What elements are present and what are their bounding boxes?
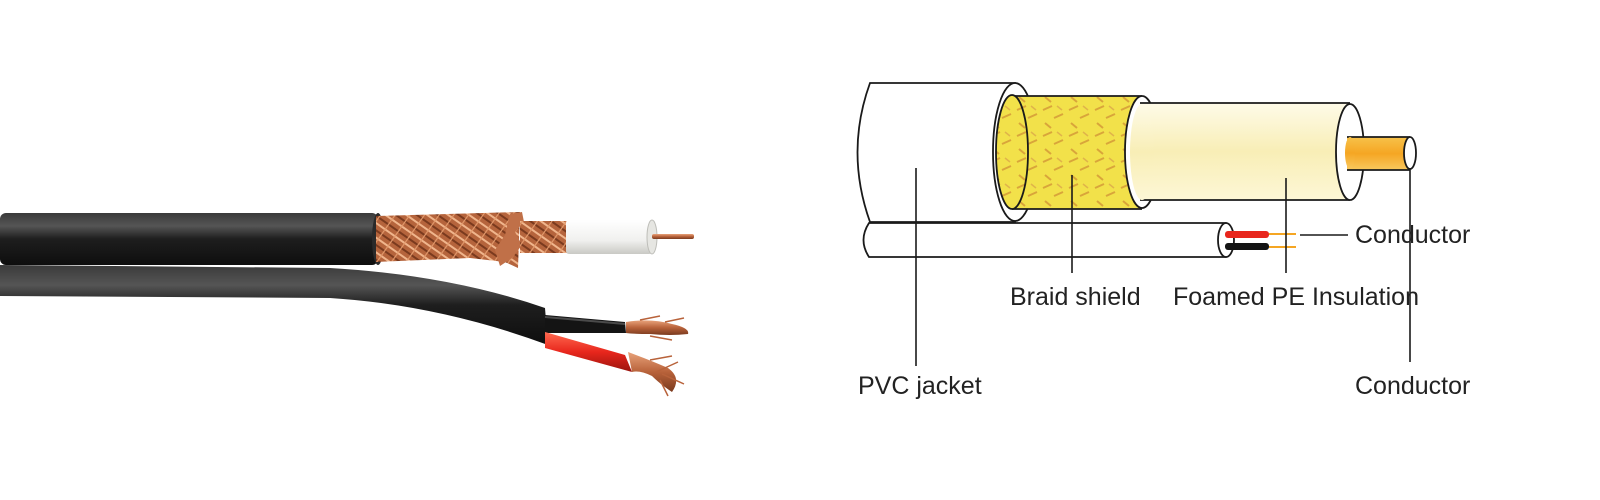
diagram-conductor: [1347, 137, 1410, 170]
twin-wire-sheath: [862, 222, 1232, 258]
label-foamed-pe: Foamed PE Insulation: [1173, 283, 1419, 311]
copper-braid: [376, 212, 520, 268]
red-wire: [545, 332, 632, 372]
twin-red-wire: [1225, 231, 1269, 238]
center-conductor: [652, 234, 694, 239]
inner-braid: [520, 221, 568, 253]
black-wire-strands: [626, 320, 689, 335]
label-braid-shield: Braid shield: [1010, 283, 1141, 311]
label-pvc-jacket: PVC jacket: [858, 372, 982, 400]
label-conductor-top: Conductor: [1355, 221, 1470, 249]
red-wire-strands: [628, 352, 677, 392]
braid-shield: [1012, 96, 1142, 209]
white-dielectric: [566, 220, 652, 254]
lower-jacket: [0, 265, 548, 345]
twin-black-wire: [1225, 243, 1269, 250]
cable-photo: [0, 212, 694, 397]
label-conductor-bottom: Conductor: [1355, 372, 1470, 400]
upper-jacket: [0, 213, 378, 265]
foamed-pe-insulation: [1140, 103, 1350, 200]
pvc-jacket: [856, 82, 1016, 223]
cable-diagram: Conductor Braid shield Foamed PE Insulat…: [856, 82, 1470, 400]
